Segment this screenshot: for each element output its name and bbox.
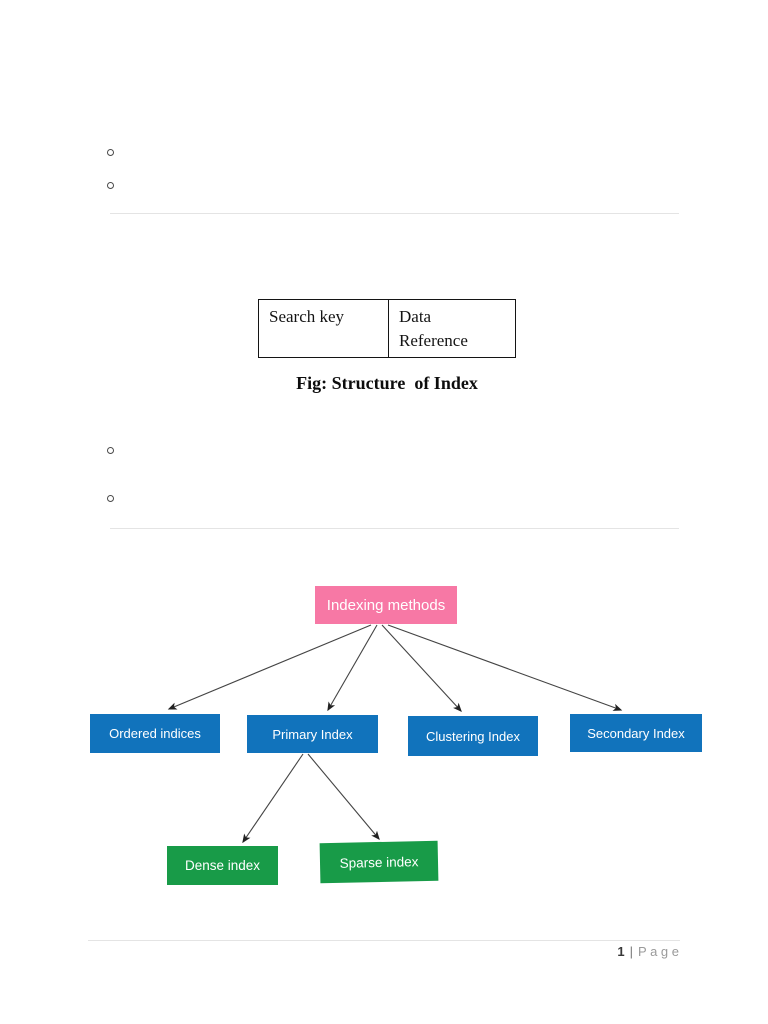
table-text: Reference (399, 331, 468, 350)
node-label: Primary Index (272, 726, 353, 742)
page-footer: 1 | P a g e (400, 944, 679, 959)
connector-arrow (307, 753, 380, 841)
connector-arrow (381, 624, 462, 712)
node-primary-index: Primary Index (247, 715, 378, 753)
index-structure-table: Search key Data Reference (258, 299, 516, 358)
node-label: Sparse index (339, 853, 419, 871)
bullet-circle-icon (107, 182, 114, 189)
footer-page-number: 1 (617, 944, 625, 959)
node-ordered-indices: Ordered indices (90, 714, 220, 753)
bullet-circle-icon (107, 495, 114, 502)
footer-rule (88, 940, 680, 941)
connector-arrow (167, 624, 372, 710)
node-indexing-methods: Indexing methods (315, 586, 457, 624)
footer-separator: | (629, 944, 634, 959)
node-label: Dense index (184, 858, 261, 873)
node-label: Ordered indices (109, 726, 201, 741)
connector-arrow (242, 753, 304, 844)
node-clustering-index: Clustering Index (408, 716, 538, 756)
figure-caption: Fig: Structure of Index (296, 373, 478, 393)
table-cell-search-key: Search key (259, 300, 388, 357)
node-secondary-index: Secondary Index (570, 714, 702, 752)
connector-arrow (327, 624, 378, 712)
table-text: Data (399, 307, 432, 326)
bullet-circle-icon (107, 447, 114, 454)
horizontal-rule (110, 528, 679, 529)
table-text: Search key (269, 307, 345, 326)
horizontal-rule (110, 213, 679, 214)
footer-page-label: P a g e (638, 944, 679, 959)
node-label: Secondary Index (587, 725, 685, 741)
table-cell-data-reference: Data Reference (388, 300, 515, 357)
node-dense-index: Dense index (167, 846, 278, 885)
bullet-circle-icon (107, 149, 114, 156)
node-label: Indexing methods (326, 596, 446, 614)
node-label: Clustering Index (426, 728, 520, 744)
node-sparse-index: Sparse index (319, 840, 439, 884)
connector-arrow (387, 624, 623, 711)
